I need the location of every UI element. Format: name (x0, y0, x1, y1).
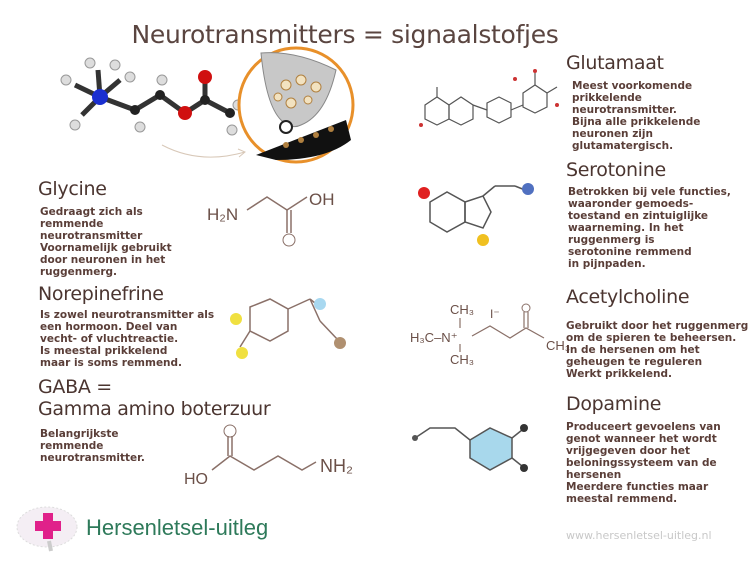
gaba-title: GABA = Gamma amino boterzuur (38, 376, 271, 420)
serotonine-structure (418, 183, 534, 246)
dopamine-description: Produceert gevoelens van genot wanneer h… (566, 421, 721, 505)
glycine-title: Glycine (38, 178, 107, 200)
arrow-icon (161, 144, 246, 158)
brain-logo-icon (16, 506, 78, 552)
norepinefrine-structure (230, 298, 346, 359)
gaba-amine-label: NH₂ (320, 456, 353, 476)
acetylcholine-description: Gebruikt door het ruggenmerg om de spier… (566, 320, 749, 380)
glutamaat-structure (419, 69, 559, 127)
brand-name: Hersenletsel-uitleg (86, 515, 269, 540)
gaba-title-line2: Gamma amino boterzuur (38, 398, 271, 420)
page-title: Neurotransmitters = signaalstofjes (131, 20, 559, 49)
serotonine-title: Serotonine (566, 159, 666, 181)
norepinefrine-title: Norepinefrine (38, 283, 164, 305)
dopamine-structure (412, 424, 528, 472)
dopamine-title: Dopamine (566, 393, 662, 415)
acetylcholine-methyl-bottom-label: CH₃ (450, 352, 474, 367)
glycine-amine-label: H₂N (207, 205, 238, 224)
acetylcholine-structure: CH₃ H₃C–N⁺ CH₃ I⁻ CH₃ (410, 302, 570, 367)
gaba-title-line1: GABA = (38, 376, 112, 398)
glutamaat-title: Glutamaat (566, 52, 664, 74)
gaba-structure: HO NH₂ (184, 424, 353, 488)
acetylcholine-title: Acetylcholine (566, 286, 690, 308)
website-link[interactable]: www.hersenletsel-uitleg.nl (566, 529, 712, 542)
glycine-structure: H₂N OH (207, 190, 335, 247)
acetylcholine-methyl-end-label: CH₃ (546, 338, 570, 353)
glycine-hydroxyl-label: OH (309, 190, 335, 209)
ball-stick-molecule-illustration (60, 57, 244, 136)
glycine-description: Gedraagt zich als remmende neurotransmit… (40, 206, 172, 278)
gaba-hydroxyl-label: HO (184, 471, 208, 488)
acetylcholine-methyl-top-label: CH₃ (450, 302, 474, 317)
glutamaat-description: Meest voorkomende prikkelende neurotrans… (572, 80, 701, 152)
gaba-description: Belangrijkste remmende neurotransmitter. (40, 428, 145, 464)
acetylcholine-iodide-label: I⁻ (490, 307, 500, 321)
norepinefrine-description: Is zowel neurotransmitter als een hormoo… (40, 309, 215, 369)
acetylcholine-trimethyl-label: H₃C–N⁺ (410, 330, 458, 345)
serotonine-description: Betrokken bij vele functies, waaronder g… (568, 186, 731, 270)
synapse-illustration (237, 46, 355, 164)
